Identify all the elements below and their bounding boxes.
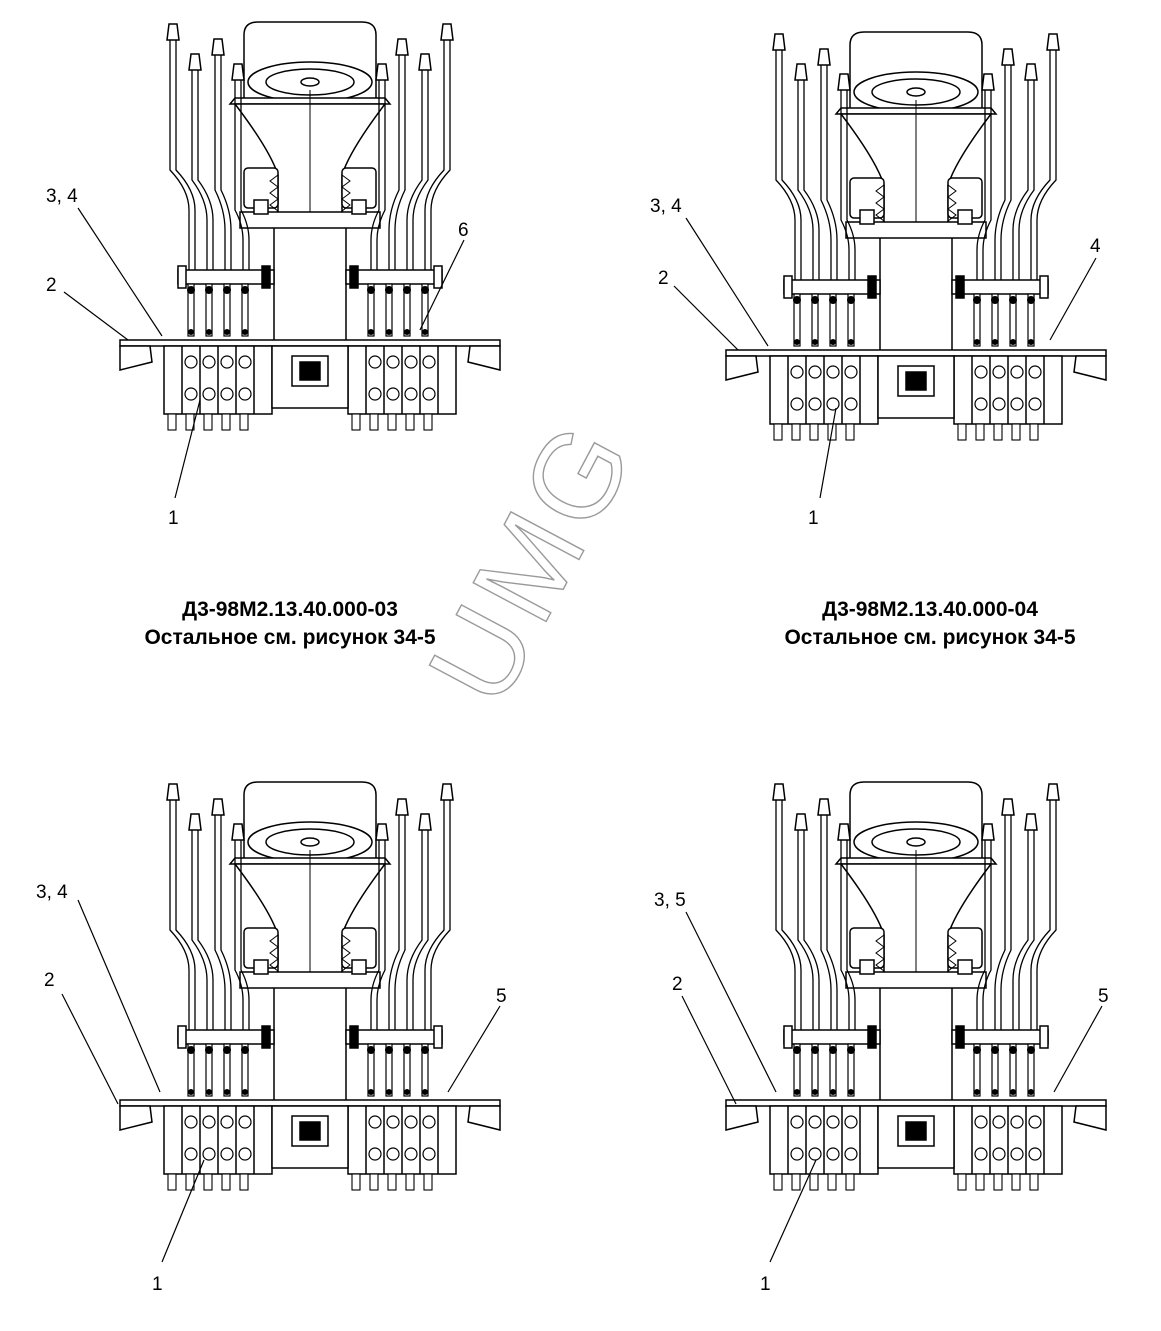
watermark: UMG	[403, 398, 661, 724]
callout-bl-d: 1	[152, 1274, 163, 1295]
callout-tl-b: 2	[46, 275, 57, 296]
callout-tr-b: 2	[658, 268, 669, 289]
caption-top-left-line2: Остальное см. рисунок 34-5	[144, 626, 436, 649]
callout-tr-d: 1	[808, 508, 819, 529]
callout-bl-c: 5	[496, 986, 507, 1007]
leader-lines	[61, 207, 1103, 1263]
callout-br-a: 3, 5	[654, 890, 686, 911]
callout-bl-b: 2	[44, 970, 55, 991]
assembly-top-left	[119, 21, 501, 431]
caption-top-right: Д3-98М2.13.40.000-04 Остальное см. рисун…	[700, 596, 1160, 652]
callout-br-c: 5	[1098, 986, 1109, 1007]
callout-tl-d: 1	[168, 508, 179, 529]
callout-br-d: 1	[760, 1274, 771, 1295]
caption-top-left-line1: Д3-98М2.13.40.000-03	[182, 598, 398, 621]
callout-tl-a: 3, 4	[46, 186, 78, 207]
callout-tr-c: 4	[1090, 236, 1101, 257]
assembly-bottom-right	[725, 781, 1107, 1191]
caption-top-right-line1: Д3-98М2.13.40.000-04	[822, 598, 1038, 621]
caption-top-left: Д3-98М2.13.40.000-03 Остальное см. рисун…	[60, 596, 520, 652]
assembly-top-right	[725, 31, 1107, 441]
caption-top-right-line2: Остальное см. рисунок 34-5	[784, 626, 1076, 649]
callout-tr-a: 3, 4	[650, 196, 682, 217]
assembly-bottom-left	[119, 781, 501, 1191]
callout-bl-a: 3, 4	[36, 882, 68, 903]
callout-tl-c: 6	[458, 220, 469, 241]
callout-br-b: 2	[672, 974, 683, 995]
